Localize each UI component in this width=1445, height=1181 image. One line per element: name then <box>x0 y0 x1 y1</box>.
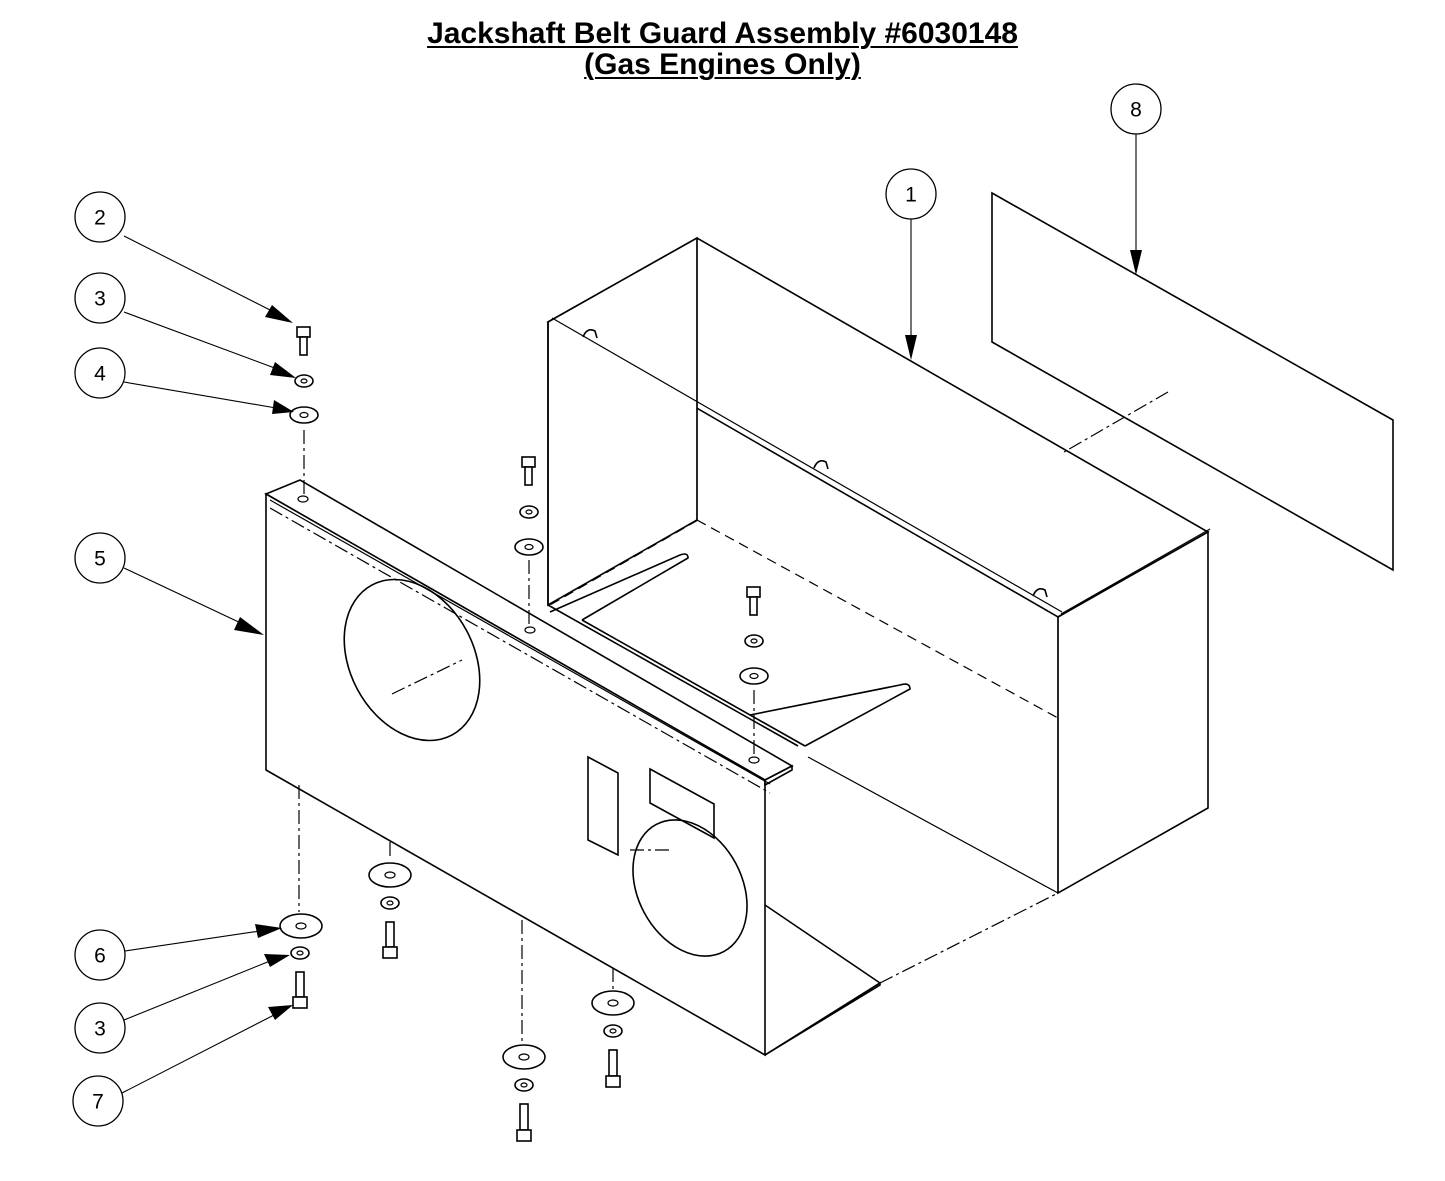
callout-2: 2 <box>74 191 126 243</box>
fastener-stack-center-bottom <box>502 920 546 1142</box>
callout-7: 7 <box>72 1075 124 1127</box>
part-5-front-panel <box>264 479 1059 1057</box>
drawing-title: Jackshaft Belt Guard Assembly #6030148 <box>427 17 1018 50</box>
fastener-stack-right-bottom <box>591 968 635 1088</box>
callout-3-top-label: 3 <box>94 288 106 311</box>
fastener-stack-left-top <box>289 326 319 494</box>
callout-3-bottom-label: 3 <box>94 1018 106 1041</box>
callout-4-label: 4 <box>94 363 106 386</box>
callout-7-label: 7 <box>92 1091 104 1114</box>
callout-6-label: 6 <box>94 945 106 968</box>
callout-6: 6 <box>74 929 126 981</box>
callout-5: 5 <box>74 532 126 584</box>
callout-4: 4 <box>74 347 126 399</box>
callout-8-label: 8 <box>1130 99 1142 122</box>
fastener-stack-right-top <box>739 586 769 757</box>
callout-5-label: 5 <box>94 548 106 571</box>
part-1-guard-box <box>546 236 1211 895</box>
callout-1-label: 1 <box>905 184 917 207</box>
leader-lines <box>121 134 1142 1094</box>
part-8-decal <box>991 191 1394 572</box>
callout-8: 8 <box>1110 83 1162 135</box>
callout-1: 1 <box>885 168 937 220</box>
drawing-subtitle: (Gas Engines Only) <box>584 48 861 81</box>
callout-3-top: 3 <box>74 272 126 324</box>
callout-3-bottom: 3 <box>74 1002 126 1054</box>
fastener-stack-mid-bottom <box>368 842 412 959</box>
fastener-stack-center-top <box>514 456 544 625</box>
decal-centerline <box>1063 391 1169 453</box>
callout-2-label: 2 <box>94 207 106 230</box>
fastener-stack-left-bottom <box>279 785 323 1009</box>
title-block: Jackshaft Belt Guard Assembly #6030148 (… <box>0 18 1445 80</box>
